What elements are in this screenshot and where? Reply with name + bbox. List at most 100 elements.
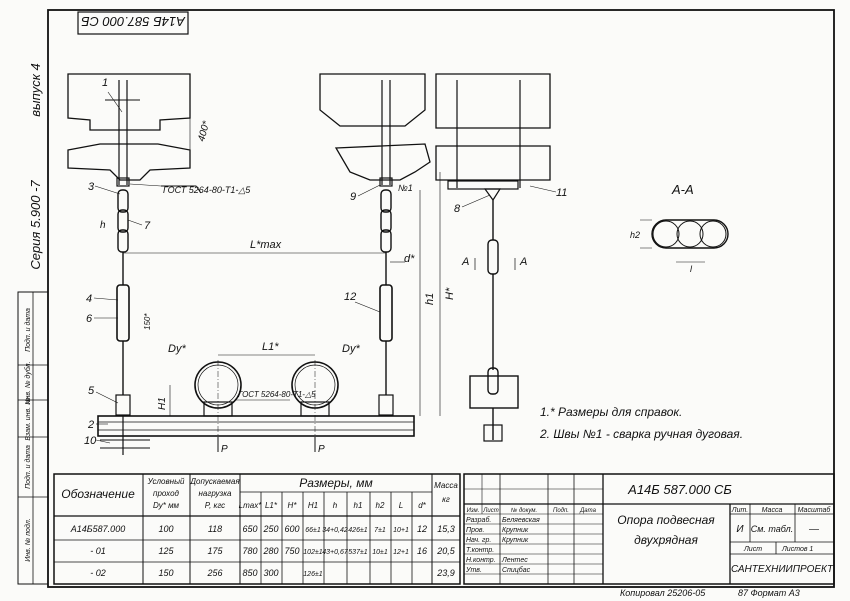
table-cell-mass: 23,9 <box>436 568 455 578</box>
table-cell-d: 16 <box>417 546 427 556</box>
table-cell-h2: 7±1 <box>374 527 386 534</box>
dim-col-header: H1 <box>308 501 318 510</box>
mass-value: См. табл. <box>751 524 794 534</box>
dim-l1: L1* <box>262 341 279 353</box>
parameter-table <box>53 473 461 585</box>
callout-2: 2 <box>87 419 94 431</box>
note-1: 1.* Размеры для справок. <box>540 405 682 419</box>
table-cell-h1: 537±1 <box>348 549 368 556</box>
series-label: Серия 5.900 -7 <box>28 180 43 270</box>
table-cell-load: 256 <box>206 568 222 578</box>
table-cell-load: 118 <box>208 524 222 534</box>
dim-col-header: d* <box>418 501 426 510</box>
dim-h: h <box>100 220 106 231</box>
doc-code: А14Б 587.000 СБ <box>627 482 732 497</box>
footer-copied: Копировал 25206-05 <box>620 588 706 598</box>
mass-label: Масса <box>762 507 783 514</box>
col-dy-2: проход <box>153 489 179 498</box>
dim-h1: h1 <box>424 293 436 305</box>
dims-title: Размеры, мм <box>299 476 372 490</box>
dim-dy-right: Dy* <box>342 343 360 355</box>
table-cell-H1: 126±1 <box>303 571 323 578</box>
gost-weld-1: ГОСТ 5264-80-Т1-△5 <box>163 185 251 195</box>
role-label: Утв. <box>465 567 482 574</box>
callout-10: 10 <box>84 435 97 447</box>
sheets-label: Листов 1 <box>781 546 813 553</box>
role-label: Разраб. <box>466 516 491 524</box>
table-cell-h: 34+0,42 <box>322 527 348 534</box>
role-name: Спицбас <box>502 566 531 574</box>
side-view-hanger <box>435 73 551 442</box>
table-cell-h1: 426±1 <box>348 527 368 534</box>
hdr-doc: № докум. <box>511 507 537 514</box>
table-cell-lmax: 850 <box>242 568 257 578</box>
table-cell-mass: 20,5 <box>436 546 456 556</box>
load-p-left: P <box>221 444 228 455</box>
dim-col-header: h1 <box>354 501 363 510</box>
side-field-3: Взам. инв. № <box>25 397 32 441</box>
col-dy-1: Условный <box>147 477 185 486</box>
table-cell-H: 750 <box>284 546 299 556</box>
sheet-label: Лист <box>743 546 762 553</box>
table-cell-l1: 250 <box>262 524 278 534</box>
callout-3: 3 <box>88 181 95 193</box>
table-cell-lmax: 780 <box>242 546 257 556</box>
table-cell-L: 12+1 <box>393 549 409 556</box>
section-marker-left: А <box>461 256 469 268</box>
role-name: Крупник <box>502 527 529 534</box>
col-load-3: P, кгс <box>205 501 225 510</box>
callouts: 1 2 3 4 5 6 7 8 9 10 11 12 <box>84 77 567 447</box>
role-name: Крупник <box>502 537 529 544</box>
role-label: Т.контр. <box>466 547 494 554</box>
callout-4: 4 <box>86 293 92 305</box>
table-cell-l1: 300 <box>263 568 278 578</box>
col-dy-3: Dy* мм <box>153 501 180 510</box>
callout-1: 1 <box>102 77 108 89</box>
support-beam <box>97 415 415 449</box>
footer-format: 87 Формат А3 <box>738 588 800 598</box>
load-p-right: P <box>318 444 325 455</box>
table-cell-dy: 100 <box>158 524 173 534</box>
table-cell-dy: 150 <box>158 568 173 578</box>
mirrored-code-box <box>77 11 189 35</box>
role-name: Лентес <box>501 557 528 564</box>
col-load-2: нагрузка <box>199 489 232 498</box>
role-label: Н.контр. <box>466 557 496 564</box>
dim-col-header: h <box>333 501 338 510</box>
table-cell-d: 12 <box>417 524 427 534</box>
role-label: Пров. <box>466 527 485 534</box>
note-2: 2. Швы №1 - сварка ручная дуговая. <box>539 427 743 441</box>
pipe-right <box>291 360 339 452</box>
side-field-5: Инв. № подл. <box>24 518 32 561</box>
table-cell-designation: - 02 <box>90 568 106 578</box>
callout-5: 5 <box>88 385 95 397</box>
table-cell-mass: 15,3 <box>437 524 455 534</box>
weld-no: №1 <box>398 183 413 193</box>
callout-6: 6 <box>86 313 93 325</box>
scale-value: — <box>808 524 820 535</box>
hdr-sign: Подп. <box>553 508 569 514</box>
table-cell-dy: 125 <box>158 546 174 556</box>
callout-9: 9 <box>350 191 356 203</box>
col-designation: Обозначение <box>61 487 135 501</box>
dim-col-header: L1* <box>265 501 278 510</box>
role-label: Нач. гр. <box>466 537 491 544</box>
col-mass-2: кг <box>442 495 450 504</box>
section-a-a <box>640 219 729 263</box>
lit-label: Лит. <box>731 507 748 514</box>
side-field-1: Подп. и дата <box>24 308 32 352</box>
lit-value: И <box>736 524 744 535</box>
dim-col-header: H* <box>288 501 298 510</box>
org-name: САНТЕХНИИПРОЕКТ <box>731 564 834 575</box>
hdr-date: Дата <box>579 508 596 514</box>
callout-12: 12 <box>344 291 356 303</box>
table-cell-lmax: 650 <box>242 524 257 534</box>
table-cell-h2: 10±1 <box>372 549 388 556</box>
side-field-4: Подп. и дата <box>24 445 32 489</box>
mirrored-code: А14Б 587.000 СБ <box>81 14 186 29</box>
middle-hanger <box>319 73 431 416</box>
